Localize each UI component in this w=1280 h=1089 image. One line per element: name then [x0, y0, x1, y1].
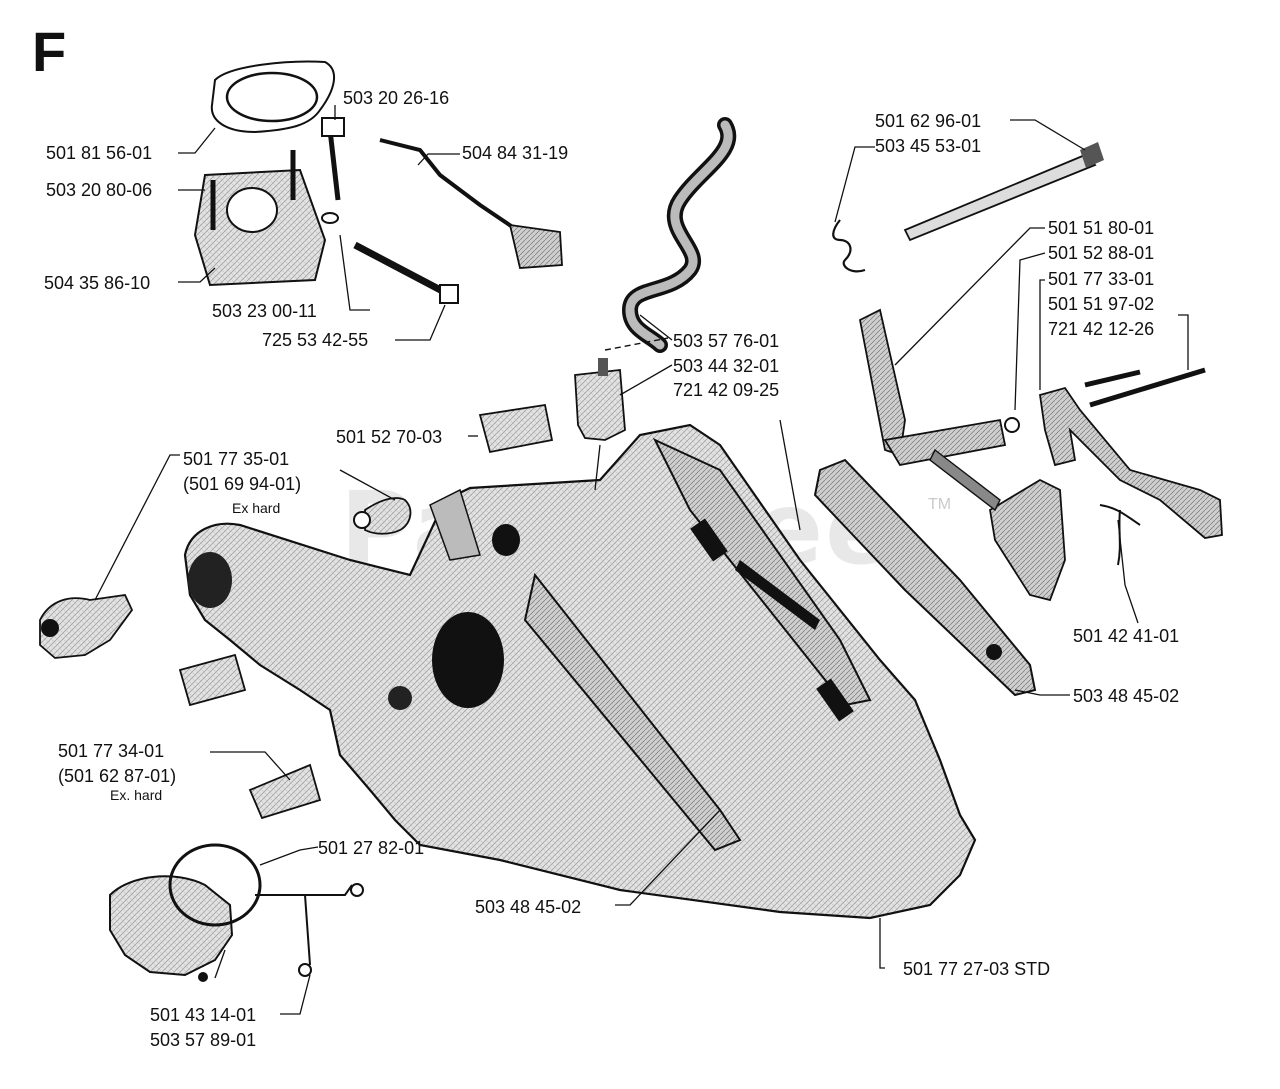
section-letter: F: [32, 20, 67, 83]
part-label-501-42-41-01: 501 42 41-01: [1073, 626, 1180, 646]
part-label-504-84-31-19: 504 84 31-19: [462, 143, 569, 163]
pump-shaft: [832, 142, 1104, 273]
fuel-cap: [109, 843, 364, 982]
part-label-503-20-80-06: 503 20 80-06: [46, 180, 153, 200]
part-label-504-35-86-10: 504 35 86-10: [44, 273, 151, 293]
carburetor-flange: [193, 60, 459, 304]
fuel-filter: [574, 337, 669, 441]
part-label-501-52-70-03: 501 52 70-03: [336, 427, 443, 447]
part-label-503-20-26-16: 503 20 26-16: [343, 88, 450, 108]
part-label-501-77-27-03-std: 501 77 27-03 STD: [903, 959, 1051, 979]
part-label-501-77-33-01: 501 77 33-01: [1048, 269, 1155, 289]
tank-housing: [183, 423, 977, 920]
part-label-501-69-94-01: (501 69 94-01): [183, 474, 302, 494]
fuel-hose: [621, 117, 737, 353]
part-label-501-51-97-02: 501 51 97-02: [1048, 294, 1155, 314]
buffer-upper: [178, 653, 247, 707]
part-label-503-23-00-11: 503 23 00-11: [212, 301, 317, 321]
rubber-plug: [478, 403, 554, 454]
part-label-725-53-42-55: 725 53 42-55: [262, 330, 369, 350]
part-label-721-42-12-26: 721 42 12-26: [1048, 319, 1155, 339]
choke-rod: [379, 138, 563, 269]
grommet-upper: [353, 497, 412, 535]
part-label-503-44-32-01: 503 44 32-01: [673, 356, 780, 376]
part-label-501-77-34-01: 501 77 34-01: [58, 741, 165, 761]
part-label-501-52-88-01: 501 52 88-01: [1048, 243, 1155, 263]
part-label-503-48-45-02-bottom: 503 48 45-02: [475, 897, 582, 917]
anti-vibration-element: [39, 594, 134, 659]
leader-lines: [94, 105, 1189, 1015]
buffer-lower: [248, 763, 322, 820]
part-label-503-48-45-02-right: 503 48 45-02: [1073, 686, 1180, 706]
part-label-501-43-14-01: 501 43 14-01: [150, 1005, 257, 1025]
note-ex-hard-lower: Ex. hard: [110, 787, 163, 803]
part-label-721-42-09-25: 721 42 09-25: [673, 380, 780, 400]
part-label-501-51-80-01: 501 51 80-01: [1048, 218, 1155, 238]
part-label-503-57-89-01: 503 57 89-01: [150, 1030, 257, 1050]
trigger-lever: [1038, 367, 1223, 566]
part-label-501-27-82-01: 501 27 82-01: [318, 838, 425, 858]
part-label-503-57-76-01: 503 57 76-01: [673, 331, 780, 351]
throttle-linkage: [858, 308, 1066, 602]
watermark-trademark: TM: [928, 496, 952, 513]
part-label-501-77-35-01: 501 77 35-01: [183, 449, 290, 469]
part-label-501-62-96-01: 501 62 96-01: [875, 111, 982, 131]
part-label-501-81-56-01: 501 81 56-01: [46, 143, 153, 163]
side-plate: [813, 458, 1037, 697]
note-ex-hard-upper: Ex hard: [232, 500, 281, 516]
part-label-503-45-53-01: 503 45 53-01: [875, 136, 982, 156]
part-label-501-62-87-01: (501 62 87-01): [58, 766, 177, 786]
